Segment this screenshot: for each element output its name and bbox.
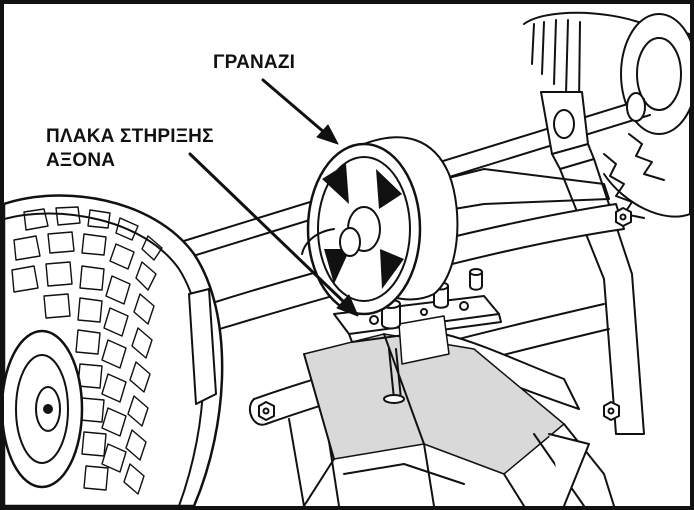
bearing-block-right bbox=[540, 91, 595, 170]
axle-support-plate-label-line1: ΠΛΑΚΑ ΣΤΗΡΙΞΗΣ bbox=[46, 126, 214, 147]
gear-leader-line bbox=[261, 78, 327, 135]
axle-support-plate-label: ΠΛΑΚΑ ΣΤΗΡΙΞΗΣ ΑΞΟΝΑ bbox=[46, 125, 214, 173]
gear-leader-arrowhead bbox=[316, 124, 339, 145]
gear-label: ΓΡΑΝΑΖΙ bbox=[213, 52, 296, 73]
fastener-nuts bbox=[258, 207, 632, 506]
left-tire bbox=[4, 194, 224, 506]
assembly-drawing bbox=[4, 11, 690, 506]
leader-arrows bbox=[188, 78, 359, 317]
plate-leader-arrowhead bbox=[336, 294, 359, 317]
axle-support-plate bbox=[333, 268, 502, 404]
axle-support-plate-label-line2: ΑΞΟΝΑ bbox=[46, 150, 116, 171]
gear bbox=[301, 136, 459, 316]
plate-leader-line bbox=[188, 152, 348, 306]
